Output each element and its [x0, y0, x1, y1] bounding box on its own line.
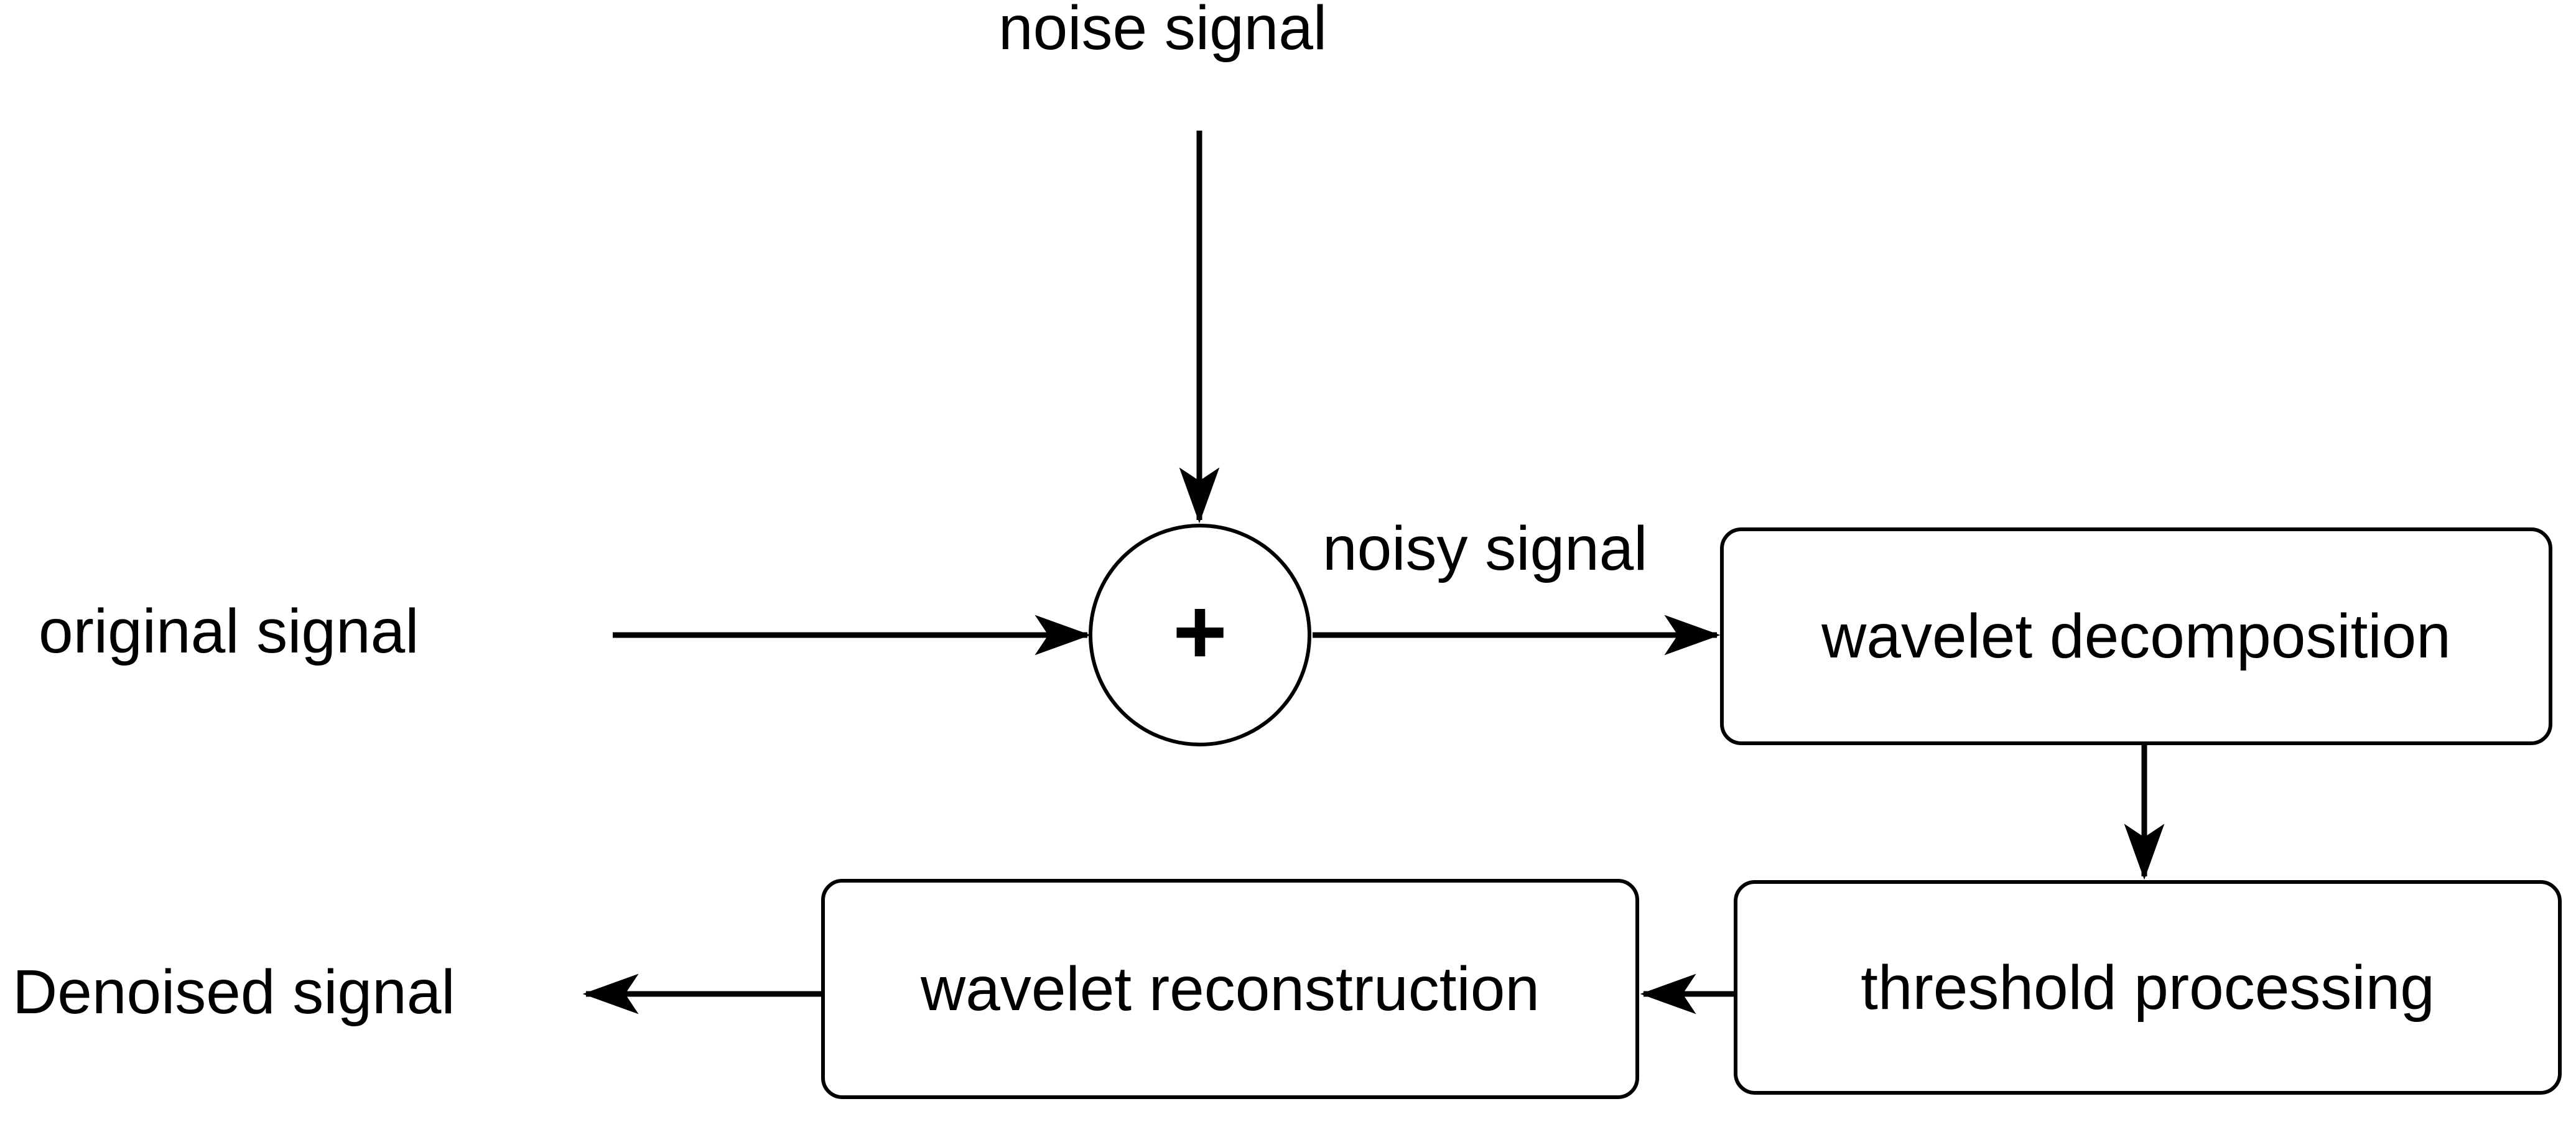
plus-icon: + — [1173, 579, 1227, 684]
label-noise-signal: noise signal — [998, 0, 1328, 63]
node-label-wavelet-reconstruction: wavelet reconstruction — [921, 954, 1540, 1024]
label-original-signal: original signal — [39, 596, 419, 666]
node-wavelet-reconstruction[interactable]: wavelet reconstruction — [821, 879, 1639, 1099]
summation-node[interactable]: + — [1089, 524, 1311, 746]
node-label-threshold-processing: threshold processing — [1861, 952, 2435, 1023]
label-denoised-signal: Denoised signal — [12, 957, 455, 1027]
node-wavelet-decomposition[interactable]: wavelet decomposition — [1720, 527, 2552, 745]
node-label-wavelet-decomposition: wavelet decomposition — [1821, 601, 2451, 671]
label-noisy-signal: noisy signal — [1323, 514, 1648, 583]
node-threshold-processing[interactable]: threshold processing — [1734, 880, 2562, 1095]
